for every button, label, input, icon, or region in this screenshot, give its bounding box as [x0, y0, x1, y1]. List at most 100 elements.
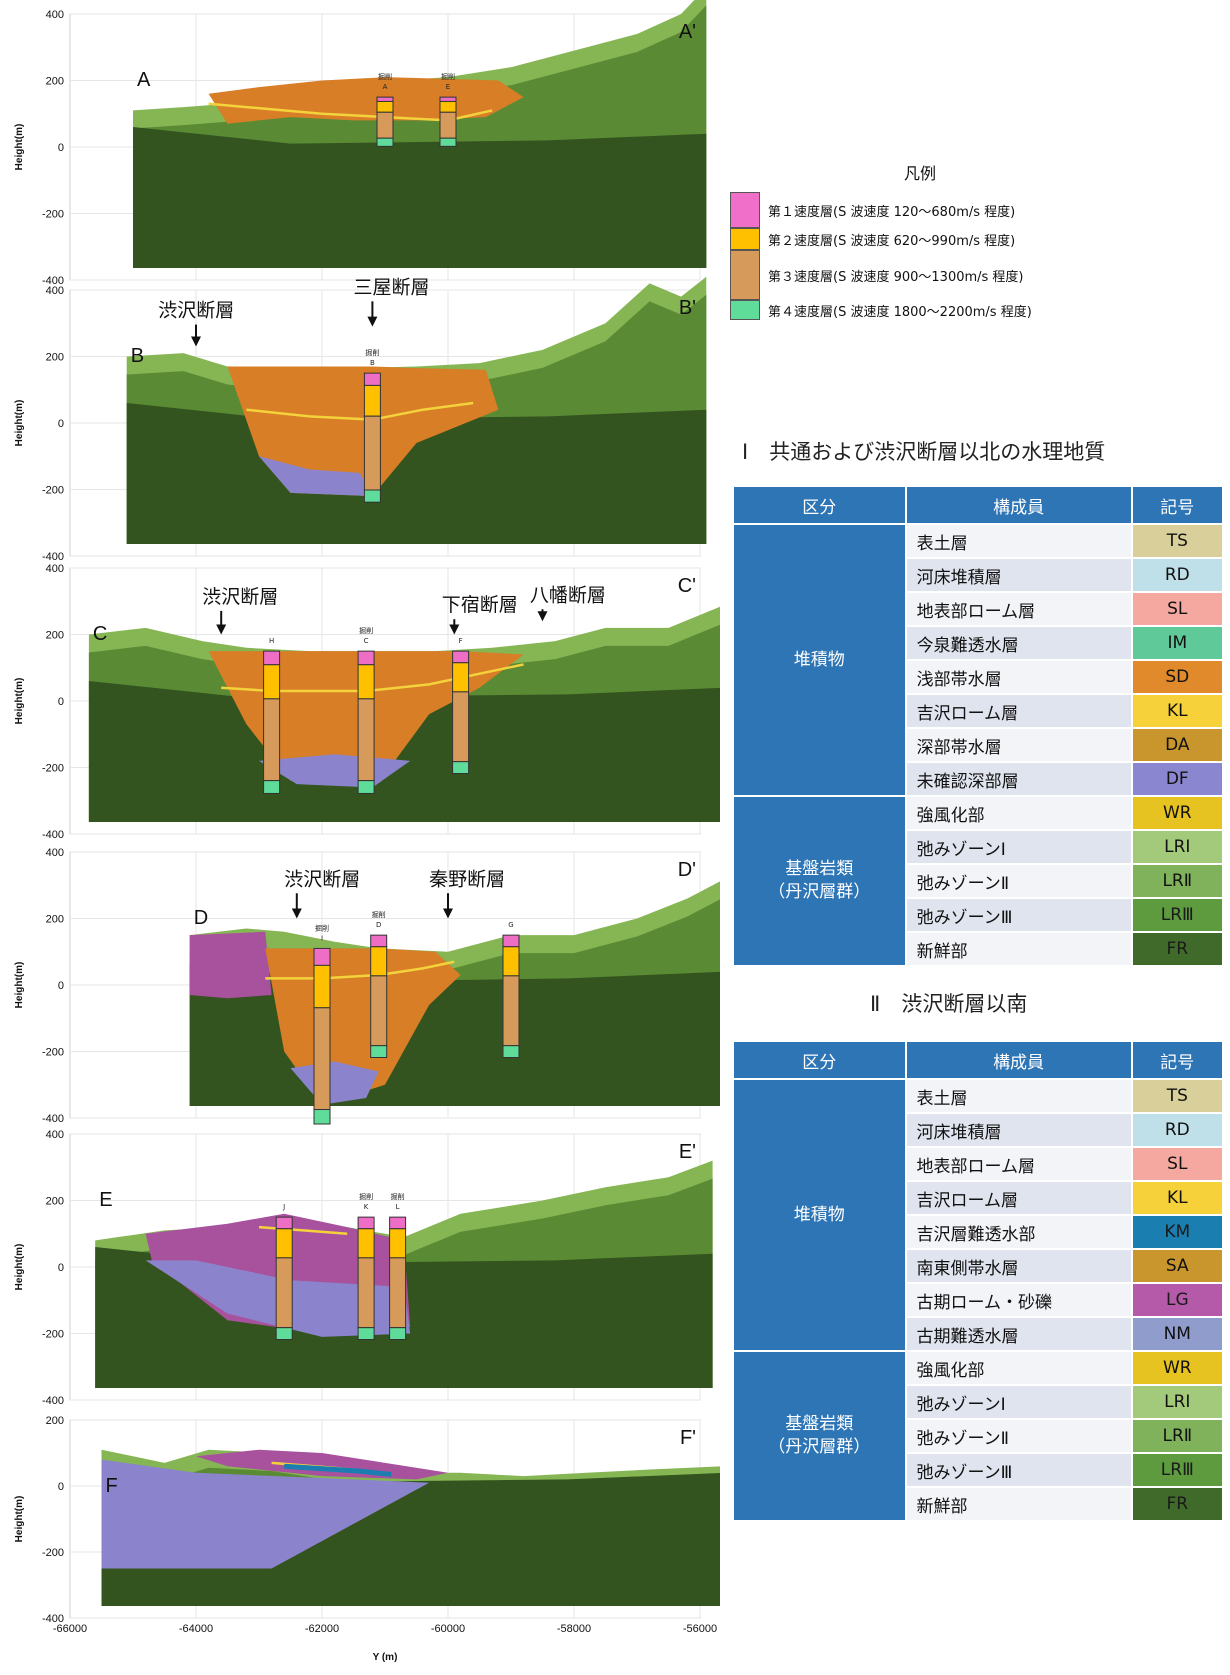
- legend-swatch: [730, 250, 760, 300]
- borehole-caption: 掘削: [372, 910, 386, 919]
- code-cell: LRⅢ: [1130, 1452, 1225, 1488]
- code-cell: LRⅡ: [1130, 1418, 1225, 1454]
- borehole-layer-2: [363, 384, 381, 417]
- code-cell: SL: [1130, 1146, 1225, 1182]
- borehole-label: B: [370, 359, 375, 367]
- x-tick-label: -62000: [305, 1623, 339, 1635]
- code-cell: DA: [1130, 727, 1225, 763]
- code-cell: IM: [1130, 625, 1225, 661]
- borehole-label: A: [383, 83, 388, 91]
- borehole-layer-4: [363, 489, 381, 503]
- fault-label: 八幡断層: [530, 584, 606, 606]
- y-tick-label: 200: [46, 1415, 64, 1427]
- code-cell: DF: [1130, 761, 1225, 797]
- y-axis-label: Height(m): [14, 962, 25, 1009]
- member-cell: 地表部ローム層: [904, 591, 1133, 627]
- x-tick-label: -60000: [431, 1623, 465, 1635]
- member-cell: 新鮮部: [904, 1486, 1133, 1522]
- section-start-label: D: [194, 907, 208, 929]
- code-cell: WR: [1130, 1350, 1225, 1386]
- member-cell: 弛みゾーンⅡ: [904, 863, 1133, 899]
- fresh-rock: [133, 127, 707, 268]
- y-tick-label: -400: [42, 551, 64, 563]
- borehole-label: F: [459, 637, 463, 645]
- code-cell: FR: [1130, 931, 1225, 967]
- table2-title: Ⅱ 渋沢断層以南: [870, 992, 1028, 1016]
- y-axis-label: Height(m): [14, 1244, 25, 1291]
- borehole-label: K: [364, 1203, 369, 1211]
- deep-layer: [290, 1061, 379, 1105]
- section-end-label: A': [679, 21, 696, 43]
- y-tick-label: 400: [46, 847, 64, 859]
- layer-boundary-line: [258, 1225, 348, 1235]
- section-start-label: A: [137, 69, 151, 91]
- sediment-basin: [227, 366, 499, 497]
- x-tick-label: -56000: [683, 1623, 717, 1635]
- borehole-layer-1: [357, 1216, 375, 1230]
- borehole-layer-2: [275, 1228, 293, 1259]
- member-cell: 弛みゾーンⅢ: [904, 897, 1133, 933]
- member-cell: 吉沢層難透水部: [904, 1214, 1133, 1250]
- borehole-layer-2: [263, 664, 281, 700]
- borehole-label: D: [376, 921, 381, 929]
- y-tick-label: 200: [46, 76, 64, 88]
- borehole-layer-4: [502, 1045, 520, 1059]
- borehole-layer-3: [313, 1007, 331, 1111]
- borehole-layer-1: [363, 372, 381, 386]
- y-tick-label: -200: [42, 763, 64, 775]
- borehole-layer-4: [357, 1327, 375, 1341]
- borehole-layer-3: [363, 415, 381, 491]
- y-tick-label: -400: [42, 829, 64, 841]
- fault-label: 下宿断層: [442, 594, 518, 616]
- fault-arrow-head: [449, 624, 460, 635]
- code-cell: TS: [1130, 523, 1225, 559]
- borehole-layer-1: [357, 650, 375, 666]
- legend-swatch: [730, 228, 760, 250]
- y-tick-label: -200: [42, 1329, 64, 1341]
- borehole-layer-1: [313, 947, 331, 966]
- borehole-layer-4: [376, 137, 394, 147]
- y-axis-label: Height(m): [14, 1496, 25, 1543]
- member-cell: 弛みゾーンⅠ: [904, 829, 1133, 865]
- y-tick-label: 0: [58, 1262, 64, 1274]
- member-cell: 今泉難透水層: [904, 625, 1133, 661]
- y-tick-label: -400: [42, 1113, 64, 1125]
- borehole-layer-1: [439, 96, 457, 102]
- fault-arrow-head: [537, 611, 548, 622]
- y-tick-label: 200: [46, 914, 64, 926]
- member-cell: 弛みゾーンⅢ: [904, 1452, 1133, 1488]
- y-axis-label: Height(m): [14, 400, 25, 447]
- member-cell: 南東側帯水層: [904, 1248, 1133, 1284]
- code-cell: LRⅡ: [1130, 863, 1225, 899]
- borehole-layer-4: [275, 1327, 293, 1341]
- fault-arrow-head: [367, 316, 378, 327]
- code-cell: LRⅢ: [1130, 897, 1225, 933]
- member-cell: 強風化部: [904, 795, 1133, 831]
- x-tick-label: -64000: [179, 1623, 213, 1635]
- x-tick-label: -66000: [53, 1623, 87, 1635]
- y-tick-label: 200: [46, 630, 64, 642]
- section-start-label: E: [99, 1189, 112, 1211]
- code-cell: SD: [1130, 659, 1225, 695]
- borehole-layer-1: [376, 96, 394, 102]
- borehole-layer-1: [389, 1216, 407, 1230]
- member-cell: 表土層: [904, 1078, 1133, 1114]
- borehole-layer-3: [376, 111, 394, 139]
- member-cell: 吉沢ローム層: [904, 1180, 1133, 1216]
